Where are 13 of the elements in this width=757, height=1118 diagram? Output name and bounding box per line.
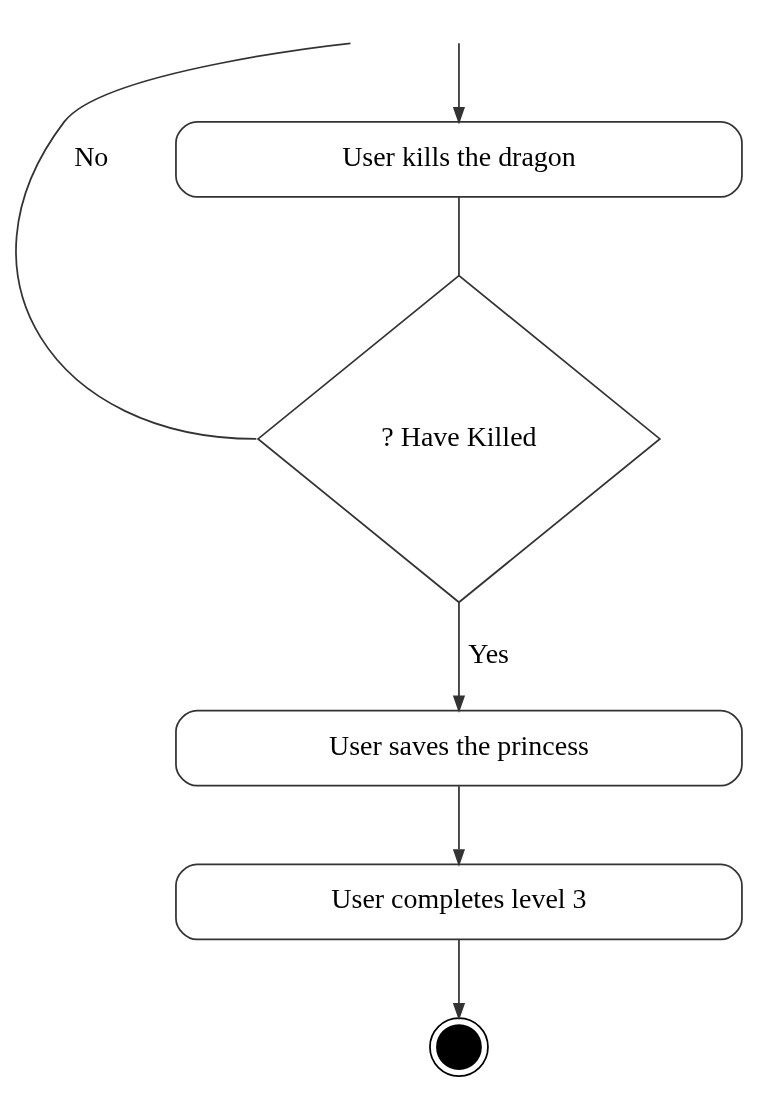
node-diamond: ? Have Killed	[256, 274, 662, 604]
node-box: User completes level 3	[175, 863, 743, 941]
edge-label: Yes	[468, 638, 509, 670]
arrow	[452, 601, 466, 714]
connector	[15, 42, 352, 440]
edge-label: No	[74, 141, 109, 173]
arrow	[452, 939, 466, 1021]
arrow	[452, 785, 466, 867]
arrow	[452, 42, 466, 125]
node-box: User saves the princess	[175, 709, 743, 787]
node-circle	[429, 1017, 489, 1077]
connector	[458, 196, 460, 277]
node-box: User kills the dragon	[175, 121, 743, 198]
